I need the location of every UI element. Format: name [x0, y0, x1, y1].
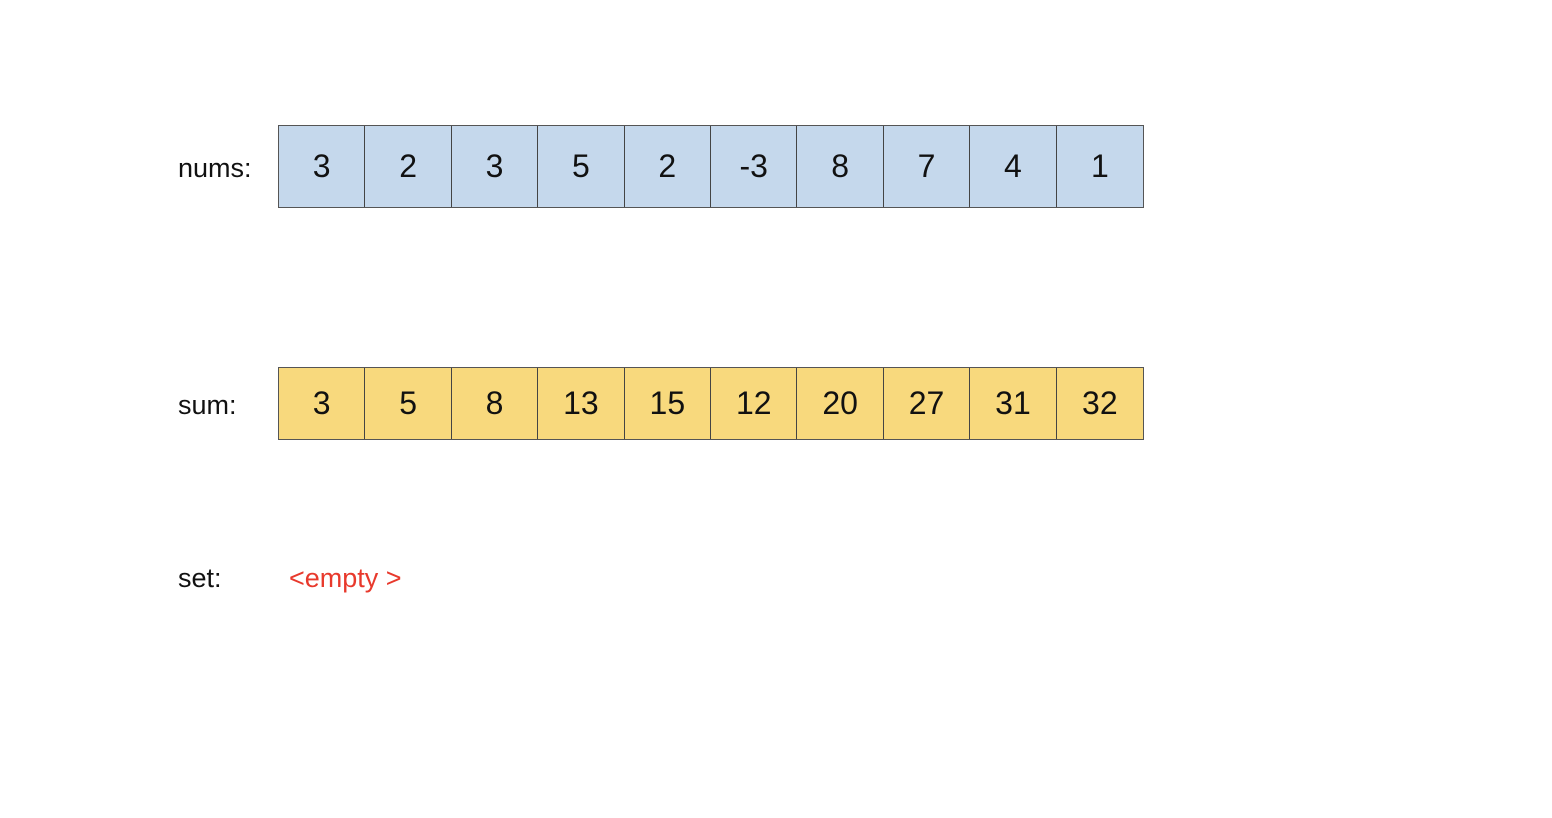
sum-array: 3 5 8 13 15 12 20 27 31 32	[278, 367, 1144, 440]
sum-cell: 12	[711, 368, 798, 439]
sum-cell: 13	[538, 368, 625, 439]
sum-cell: 20	[797, 368, 884, 439]
set-value: <empty >	[289, 563, 402, 593]
nums-cell: 2	[624, 126, 712, 207]
sum-cell: 3	[279, 368, 366, 439]
sum-cell: 31	[970, 368, 1057, 439]
set-label: set:	[178, 563, 222, 593]
nums-label: nums:	[178, 153, 252, 183]
nums-cell: 3	[451, 126, 539, 207]
nums-cell: 2	[365, 126, 452, 207]
sum-cell: 8	[451, 368, 539, 439]
nums-cell: 7	[883, 126, 971, 207]
nums-cell: 8	[797, 126, 884, 207]
nums-cell: 4	[970, 126, 1057, 207]
sum-cell: 15	[624, 368, 712, 439]
sum-label: sum:	[178, 390, 237, 420]
nums-array: 3 2 3 5 2 -3 8 7 4 1	[278, 125, 1144, 208]
sum-cell: 27	[883, 368, 971, 439]
nums-cell: 3	[279, 126, 366, 207]
nums-cell: 1	[1056, 126, 1144, 207]
nums-cell: -3	[711, 126, 798, 207]
sum-cell: 5	[365, 368, 452, 439]
sum-cell: 32	[1056, 368, 1144, 439]
nums-cell: 5	[538, 126, 625, 207]
